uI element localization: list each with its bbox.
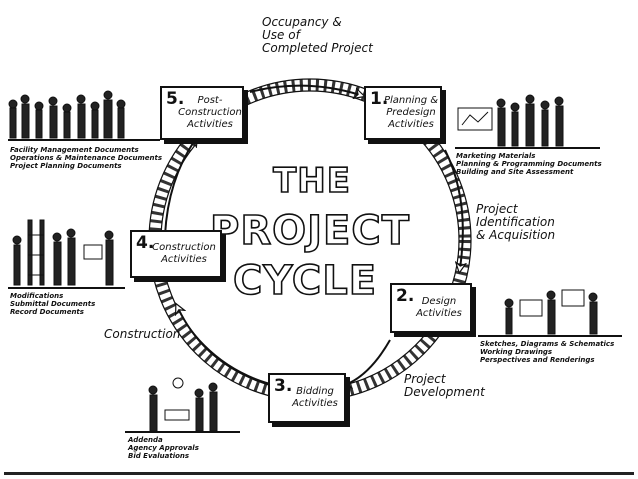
stage-2-box: 2. Design Activities — [390, 283, 472, 333]
stage-5-deliverables: Facility Management Documents Operations… — [10, 146, 163, 170]
stage-4-number: 4. — [136, 233, 155, 253]
stage-3-number: 3. — [274, 376, 293, 396]
arrow-4-to-5 — [164, 140, 195, 236]
phase-occupancy: Occupancy & Use of Completed Project — [262, 15, 373, 55]
phase-development: Project Development — [404, 372, 485, 399]
arrow-1-to-2 — [444, 149, 463, 268]
people-illustration-stage5 — [8, 90, 160, 141]
diagram-frame — [4, 0, 634, 475]
people-illustration-stage4 — [8, 219, 125, 289]
stage-2-deliverables: Sketches, Diagrams & Schematics Working … — [480, 340, 615, 364]
title-line-1: THE — [273, 161, 351, 201]
arrow-2-to-3 — [345, 339, 391, 385]
stage-1-box: 1. Planning & Predesign Activities — [364, 86, 442, 140]
phase-identification: Project Identification & Acquisition — [476, 202, 556, 242]
stage-3-deliverables: Addenda Agency Approvals Bid Evaluations — [128, 436, 199, 460]
phase-construction: Construction — [104, 327, 181, 341]
stage-4-deliverables: Modifications Submittal Documents Record… — [10, 292, 96, 316]
cycle-arrows — [164, 84, 463, 386]
arrow-3-to-4 — [178, 308, 271, 386]
arrow-5-to-1 — [249, 84, 360, 95]
stage-4-label: Construction Activities — [152, 242, 216, 265]
people-illustration-stage3 — [125, 377, 240, 433]
stage-1-number: 1. — [370, 89, 389, 109]
stage-5-box: 5. Post-Construction Activities — [160, 86, 244, 140]
title-line-3: CYCLE — [233, 258, 377, 304]
project-cycle-title: THE PROJECT CYCLE — [209, 160, 410, 305]
stage-2-number: 2. — [396, 286, 415, 306]
stage-5-label: Post-Construction Activities — [178, 95, 242, 130]
stage-2-label: Design Activities — [416, 296, 462, 319]
title-line-2: PROJECT — [210, 208, 410, 254]
stage-1-label: Planning & Predesign Activities — [383, 95, 439, 130]
stage-1-deliverables: Marketing Materials Planning & Programmi… — [456, 152, 602, 176]
stage-5-number: 5. — [166, 89, 185, 109]
stage-3-label: Bidding Activities — [292, 386, 338, 409]
people-illustration-stage1 — [455, 94, 600, 149]
stage-3-box: 3. Bidding Activities — [268, 373, 346, 423]
stage-4-box: 4. Construction Activities — [130, 230, 222, 278]
people-illustration-stage2 — [478, 289, 622, 337]
